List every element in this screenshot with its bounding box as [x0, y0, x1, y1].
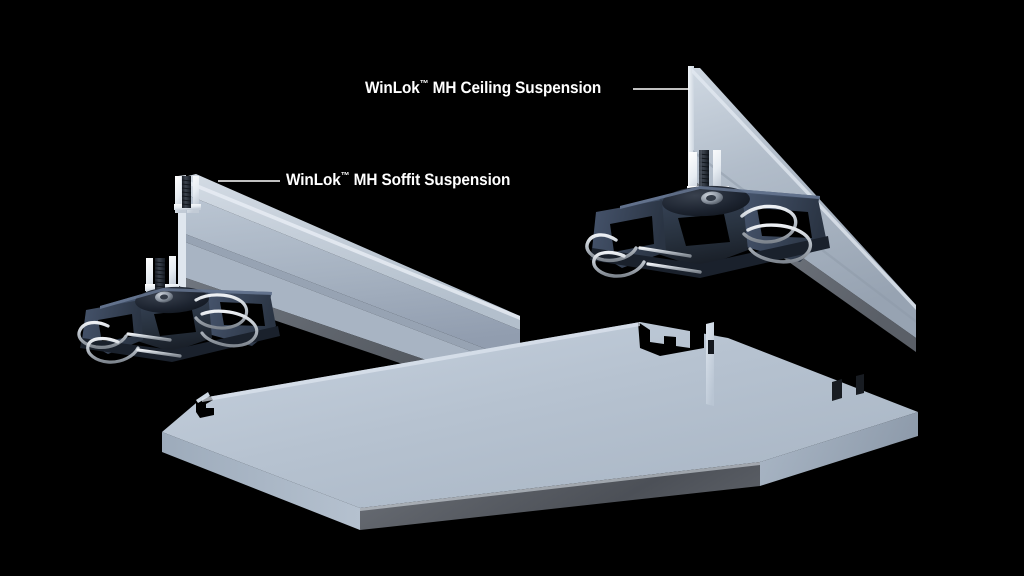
ceiling-panel-slot-1 — [832, 379, 842, 401]
ceiling-wire-clip-left-a — [585, 233, 638, 263]
ceiling-panel-left-end-face — [162, 432, 360, 530]
ceiling-wire-clip-lower-right — [746, 223, 813, 264]
soffit-rod-clip-upper-left — [175, 176, 186, 213]
ceiling-panel-front-edge-highlight — [360, 462, 760, 511]
soffit-bracket-wire-clips — [77, 293, 259, 364]
ceiling-rod-highlight — [699, 150, 702, 194]
soffit-threaded-rod-upper — [174, 176, 201, 213]
soffit-rail-top-highlight — [182, 178, 520, 320]
soffit-rail-crease-band — [180, 232, 520, 370]
ceiling-panel-right-end-face — [760, 412, 918, 486]
callout-label-soffit: WinLok™ MH Soffit Suspension — [286, 170, 511, 189]
ceiling-rail-top-highlight — [692, 68, 916, 310]
callout-ceiling-name: WinLok — [365, 79, 420, 97]
soffit-suspension-assembly — [77, 174, 520, 404]
callout-label-ceiling: WinLok™ MH Ceiling Suspension — [365, 78, 602, 97]
ceiling-bracket-left-window — [610, 216, 654, 252]
soffit-bracket-center-window — [154, 310, 196, 336]
ceiling-panel-front-side-face — [360, 462, 760, 530]
ceiling-bracket-cam-pivot — [706, 194, 716, 202]
ceiling-panel-right-notch — [638, 322, 704, 356]
soffit-wire-clip-left-b — [86, 336, 140, 364]
ceiling-panel — [162, 322, 918, 530]
soffit-bracket-top-highlight — [100, 288, 272, 309]
ceiling-panel-lip-slot — [708, 340, 714, 354]
soffit-threaded-rod-lower — [145, 256, 179, 294]
soffit-bracket-cam-pivot — [160, 294, 168, 300]
soffit-wire-clip-left-a — [77, 320, 128, 349]
ceiling-panel-top-face — [162, 322, 918, 508]
callout-ceiling-tail: MH Ceiling Suspension — [428, 79, 602, 97]
ceiling-panel-left-notch-highlight — [196, 392, 210, 403]
soffit-rod-lower-threads — [154, 261, 166, 288]
ceiling-wire-clip-upper-right — [740, 204, 798, 244]
soffit-bracket-lower-skirt — [80, 326, 280, 362]
ceiling-threaded-rod — [699, 150, 709, 194]
callout-soffit-tail: MH Soffit Suspension — [349, 171, 511, 189]
soffit-rail-lower-face — [180, 240, 520, 392]
ceiling-winlok-bracket — [590, 185, 830, 278]
ceiling-panel-slot-2 — [856, 374, 864, 395]
soffit-rod-upper-threads — [181, 179, 192, 206]
soffit-wire-span-b — [136, 348, 182, 358]
soffit-rail — [178, 174, 520, 404]
ceiling-panel-rear-lip — [706, 322, 714, 406]
ceiling-bracket-lower-skirt — [590, 236, 830, 278]
ceiling-bracket-wire-clips — [585, 204, 813, 278]
trademark-icon: ™ — [419, 78, 429, 90]
soffit-wire-clip-upper-right — [194, 293, 249, 330]
ceiling-bracket-center-window — [678, 214, 730, 246]
trademark-icon: ™ — [340, 170, 350, 182]
callout-soffit-name: WinLok — [286, 171, 341, 189]
ceiling-rod-clip-right — [705, 150, 721, 196]
ceiling-suspension-assembly — [585, 66, 916, 352]
ceiling-wire-span-left — [638, 246, 692, 258]
ceiling-wire-span-left2 — [646, 262, 702, 274]
soffit-wire-span-a — [126, 332, 172, 342]
ceiling-rod-clip-left — [689, 152, 704, 196]
soffit-rail-web — [180, 192, 520, 362]
soffit-rod-clip-upper-right — [187, 176, 199, 213]
soffit-wire-clip-lower-right — [200, 309, 259, 348]
ceiling-panel-back-edge-highlight — [202, 322, 640, 402]
ceiling-wire-clip-left-b — [592, 250, 646, 278]
ceiling-bracket-top-highlight — [620, 186, 820, 209]
